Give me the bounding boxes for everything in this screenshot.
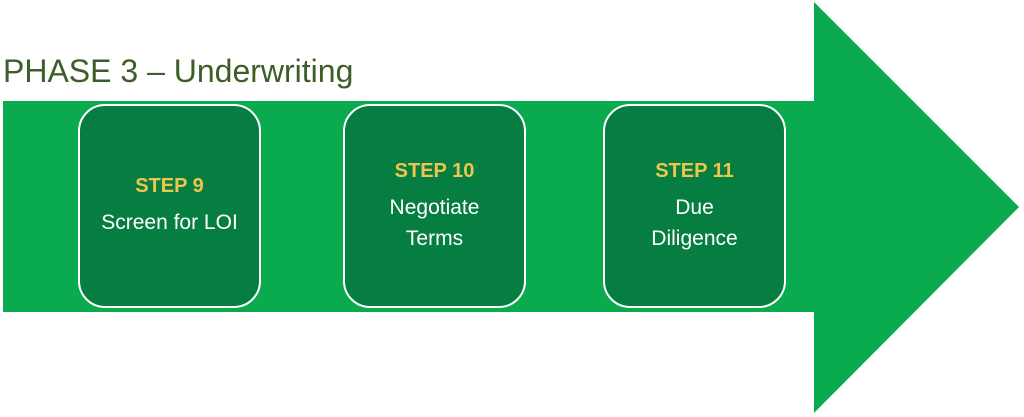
step-box-10: STEP 10 Negotiate Terms	[343, 104, 526, 308]
step-10-label: STEP 10	[394, 159, 475, 182]
step-11-description-line-1: Due	[675, 195, 714, 219]
step-10-description-line-1: Negotiate	[389, 195, 480, 219]
step-9-label: STEP 9	[135, 175, 204, 197]
phase-title: PHASE 3 – Underwriting	[3, 53, 354, 89]
step-11-description-line-2: Diligence	[651, 226, 738, 250]
step-11-label: STEP 11	[655, 159, 734, 182]
step-box-11: STEP 11 Due Diligence	[603, 104, 786, 308]
step-box-9: STEP 9 Screen for LOI	[78, 104, 261, 308]
step-10-description-line-2: Terms	[405, 226, 464, 250]
step-9-description: Screen for LOI	[101, 211, 238, 234]
